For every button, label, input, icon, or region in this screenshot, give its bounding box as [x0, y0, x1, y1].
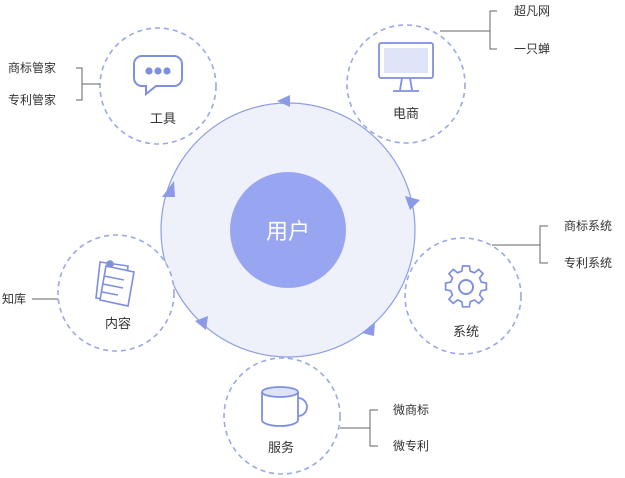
ring-arrow-top — [277, 95, 290, 107]
service-item-micro-patent: 微专利 — [393, 439, 430, 453]
tools-item-trademark-manager: 商标管家 — [8, 61, 57, 75]
ecommerce-item-yizhichan: 一只蝉 — [514, 42, 551, 56]
tools-connector — [76, 67, 100, 101]
system-item-patent-system: 专利系统 — [564, 256, 613, 270]
service-node-label: 服务 — [267, 441, 295, 456]
system-item-trademark-system: 商标系统 — [564, 219, 613, 233]
ring-arrow-left — [162, 181, 175, 197]
service-item-micro-trademark: 微商标 — [393, 403, 430, 417]
content-item-zhiku: 知库 — [2, 292, 27, 306]
system-connector — [492, 225, 548, 264]
system-node-circle — [404, 237, 522, 355]
ecommerce-item-chaofan: 超凡网 — [514, 4, 551, 18]
ring-arrow-bottom-right — [362, 322, 375, 336]
notes-icon — [95, 260, 135, 307]
system-node-label: 系统 — [452, 325, 480, 340]
ecommerce-connector — [440, 10, 497, 50]
tools-node-label: 工具 — [149, 112, 177, 127]
ring-arrow-bottom-left — [195, 316, 208, 330]
service-node-circle — [223, 357, 341, 475]
center-disc — [230, 172, 346, 288]
chat-bubble-icon — [133, 55, 183, 97]
ecommerce-node-label: 电商 — [392, 107, 420, 122]
ecommerce-node-circle — [346, 24, 466, 144]
tools-item-patent-manager: 专利管家 — [8, 93, 57, 107]
coffee-cup-icon — [261, 386, 308, 427]
content-node-label: 内容 — [104, 317, 132, 332]
ring-arrow-right — [405, 196, 420, 210]
monitor-icon — [378, 42, 434, 92]
center-label: 用户 — [265, 220, 311, 245]
gear-icon — [444, 265, 488, 308]
service-connector — [340, 409, 378, 447]
